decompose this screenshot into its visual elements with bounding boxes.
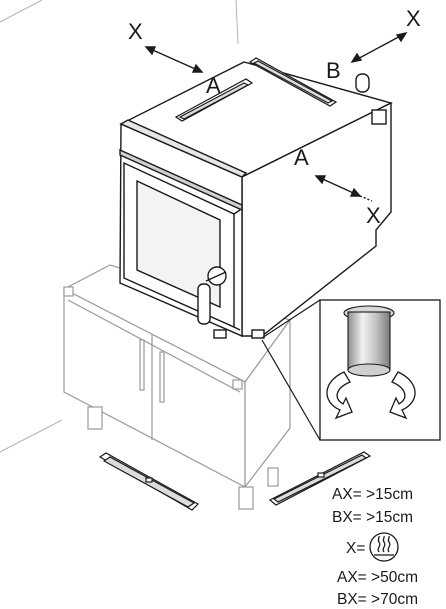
label-x-top-left: X bbox=[128, 19, 143, 44]
heat-source-icon bbox=[369, 532, 399, 562]
adjustable-foot-icon bbox=[343, 305, 395, 377]
clearance-arrows bbox=[144, 31, 408, 202]
note-bx-normal: BX= >15cm bbox=[332, 509, 413, 526]
wall-lines bbox=[0, 0, 239, 453]
label-b-back: B bbox=[326, 58, 341, 83]
floor-rail-left bbox=[98, 452, 199, 511]
top-rail-left bbox=[174, 78, 254, 122]
top-rail-right bbox=[248, 57, 338, 107]
note-bx-heat: BX= >70cm bbox=[337, 591, 418, 608]
note-ax-heat: AX= >50cm bbox=[337, 569, 418, 586]
base-stand bbox=[62, 264, 291, 510]
label-a-top: A bbox=[206, 73, 221, 98]
label-a-side: A bbox=[294, 145, 309, 170]
label-x-top-right: X bbox=[406, 6, 421, 31]
oven-unit bbox=[119, 61, 393, 339]
floor-rail-right bbox=[268, 451, 372, 506]
rotate-arrows-icon bbox=[326, 371, 416, 420]
label-x-right: X bbox=[366, 203, 381, 228]
adjustable-foot-detail bbox=[319, 299, 441, 441]
zoom-leaders bbox=[261, 299, 321, 441]
note-x-equals: X= bbox=[346, 540, 365, 557]
clearance-notes: AX= >15cm BX= >15cm X= AX= >50cm BX= >70… bbox=[332, 486, 418, 608]
clearance-labels: X X X A A B bbox=[128, 6, 421, 228]
note-ax-normal: AX= >15cm bbox=[332, 486, 413, 503]
door-handle bbox=[197, 266, 227, 325]
